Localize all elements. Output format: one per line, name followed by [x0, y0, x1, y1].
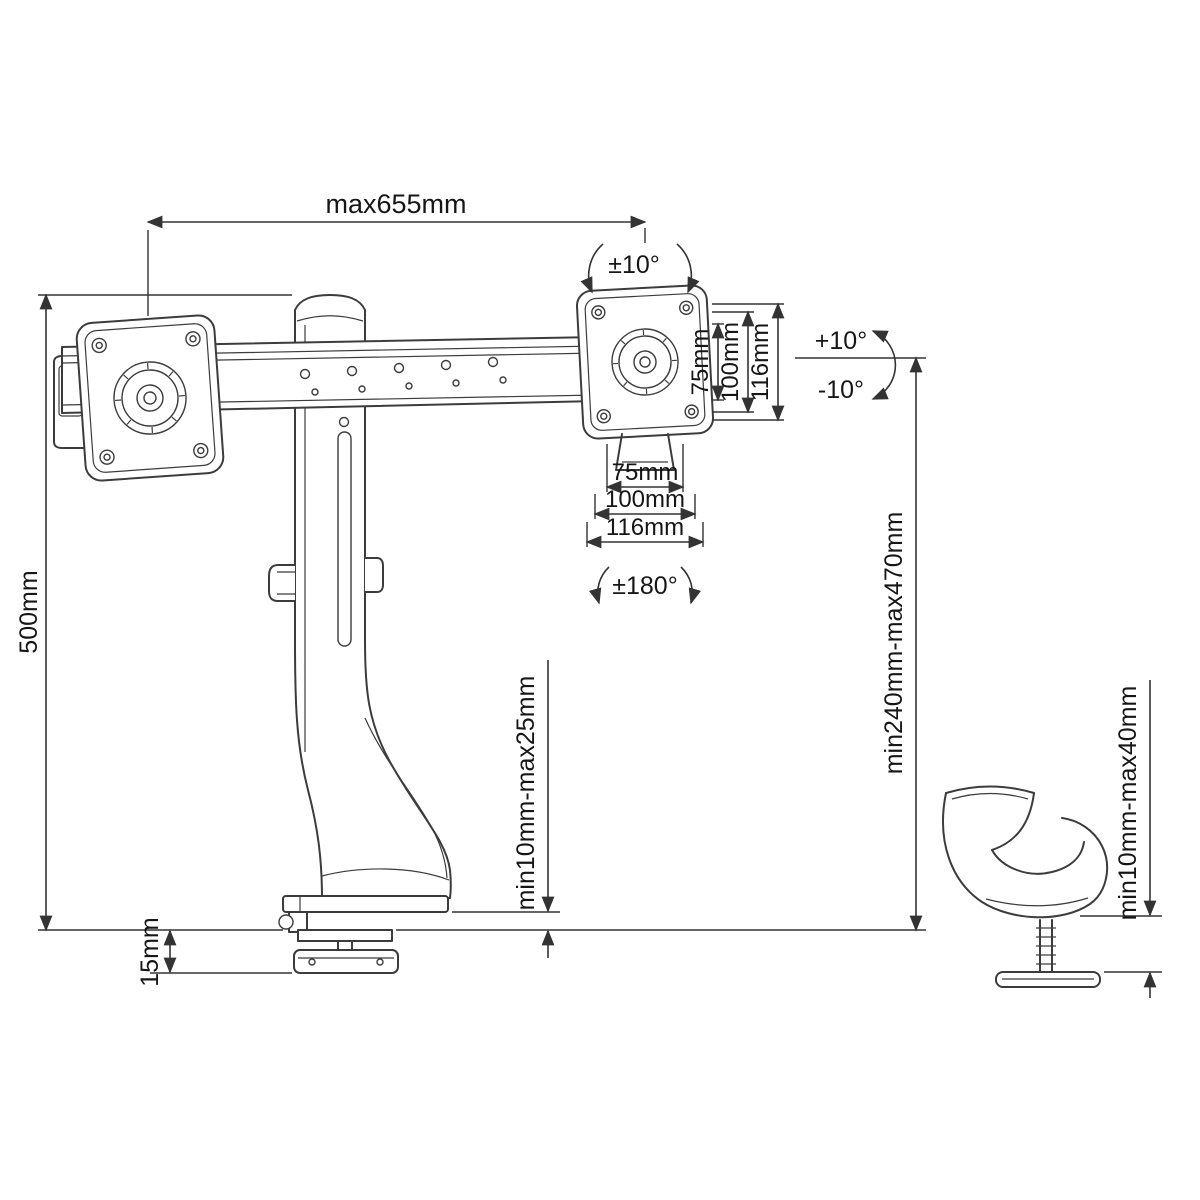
vesa-vertical-75-label: 75mm [687, 329, 714, 396]
desk-thickness-clamp-label: min10mm-max25mm [512, 676, 540, 911]
base-height-label: 15mm [136, 917, 164, 986]
desk-thickness-grommet-label: min10mm-max40mm [1114, 686, 1142, 921]
plate-lower-bracket [615, 433, 675, 471]
total-height-label: 500mm [15, 570, 43, 653]
height-adjust-slot [337, 416, 352, 647]
swivel-label: ±180° [612, 572, 677, 600]
cable-clip-right [364, 557, 384, 593]
rotation-arrow-left [580, 243, 604, 294]
vesa-horizontal-75-label: 75mm [612, 459, 679, 486]
vesa-vertical-100-label: 100mm [717, 322, 744, 402]
tilt-arrow [871, 330, 897, 400]
tilt-indicator: +10° -10° [815, 327, 897, 404]
dimension-label-max-width: max655mm [325, 189, 466, 219]
rotation-top: ±10° [580, 243, 700, 294]
dimension-vesa-vertical: 75mm 100mm 116mm [687, 302, 785, 422]
rotation-top-label: ±10° [608, 251, 660, 279]
dimension-height-range: min240mm-max470mm [560, 356, 926, 932]
swivel-arrow-left [588, 566, 610, 605]
desk-clamp [278, 895, 449, 974]
dimension-max-width: max655mm [146, 189, 647, 316]
height-range-label: min240mm-max470mm [880, 512, 908, 775]
vesa-horizontal-116-label: 116mm [606, 514, 684, 541]
column [294, 294, 452, 899]
dimension-desk-thickness-grommet: min10mm-max40mm [1080, 680, 1162, 998]
dimension-total-height: 500mm [15, 293, 292, 932]
vesa-vertical-116-label: 116mm [747, 323, 774, 401]
swivel-indicator: ±180° [588, 566, 702, 605]
dimension-base-height: 15mm [136, 917, 292, 987]
rotation-arrow-right [676, 243, 700, 294]
left-vesa-plate [75, 314, 225, 482]
dimension-vesa-horizontal: 75mm 100mm 116mm [585, 444, 705, 549]
tilt-down-label: -10° [818, 376, 864, 404]
clamp-detail-view [942, 785, 1109, 988]
dimension-desk-thickness-clamp: min10mm-max25mm [396, 660, 560, 958]
swivel-arrow-right [680, 566, 702, 605]
vesa-horizontal-100-label: 100mm [605, 486, 685, 513]
right-vesa-plate [575, 284, 715, 471]
tilt-up-label: +10° [815, 327, 867, 355]
cable-clip-left [268, 564, 296, 602]
